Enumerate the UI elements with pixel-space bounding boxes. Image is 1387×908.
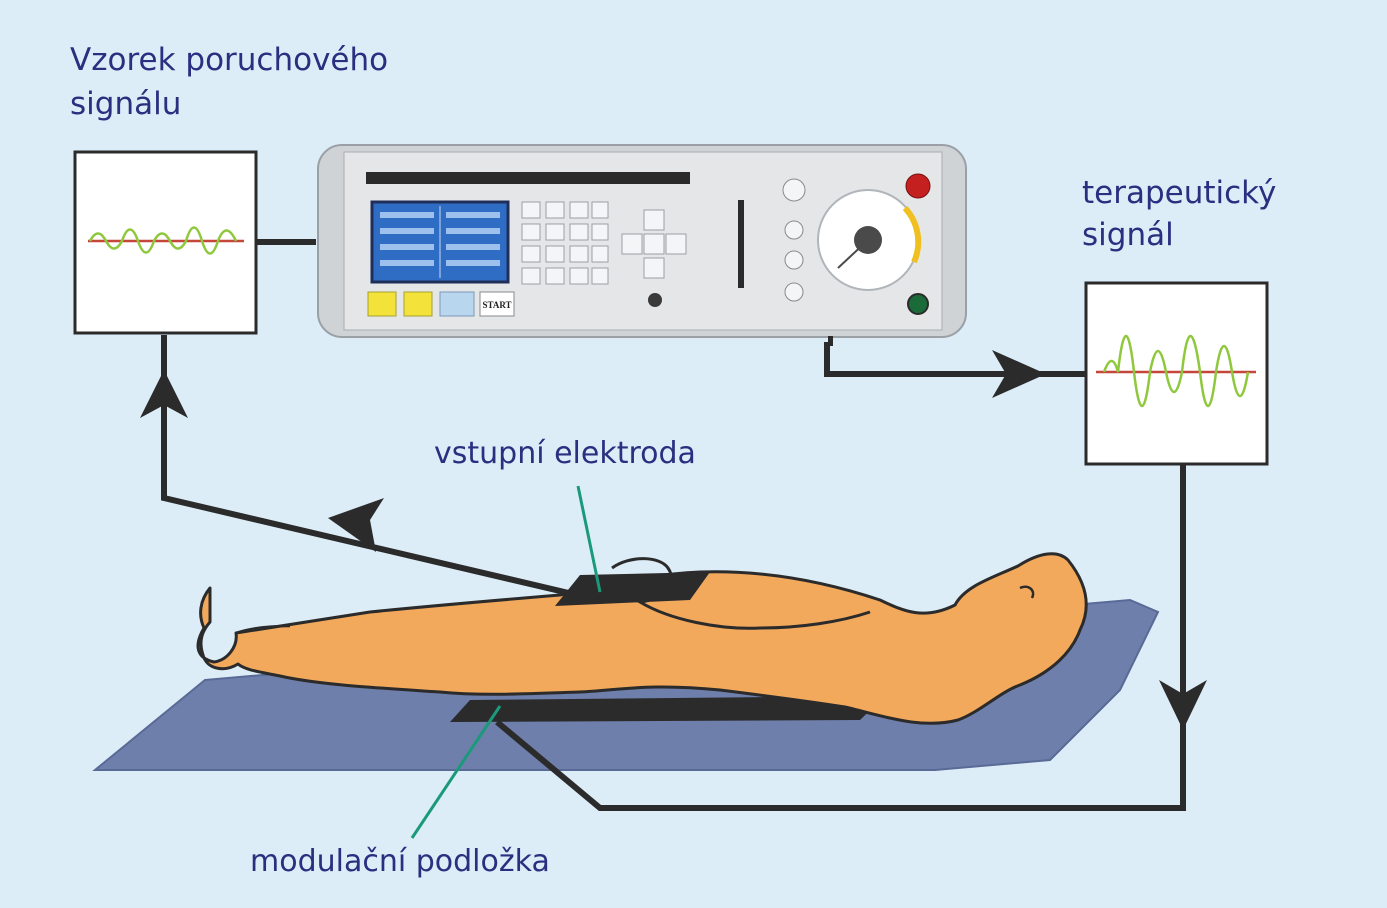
input-electrode — [555, 572, 710, 606]
therapeutic-signal-label-line2: signál — [1082, 217, 1174, 253]
patient-arm — [611, 557, 871, 630]
electrode-leader-line — [576, 485, 602, 593]
power-button — [905, 173, 931, 199]
patient-figure — [196, 552, 1088, 725]
therapy-device: START — [317, 144, 967, 346]
device-display-strip — [366, 172, 690, 184]
start-button-label: START — [482, 300, 511, 310]
arrow-right-icon — [992, 350, 1046, 398]
start-button — [479, 291, 515, 317]
input-signal-label: Vzorek poruchového signálu — [70, 38, 388, 126]
arrow-left-icon — [328, 498, 384, 552]
arrow-down-icon — [1159, 680, 1207, 730]
input-signal-label-line2: signálu — [70, 86, 182, 122]
modulation-pad-label: modulační podložka — [250, 844, 550, 879]
patient-inner-leg — [235, 624, 291, 635]
therapeutic-signal-label-line1: terapeutický — [1082, 175, 1277, 211]
arrow-up-icon — [140, 370, 188, 418]
input-signal-box — [73, 150, 258, 335]
input-signal-label-line1: Vzorek poruchového — [70, 42, 389, 78]
input-electrode-label: vstupní elektroda — [434, 436, 696, 471]
therapeutic-signal-label: terapeutický signál — [1082, 172, 1276, 256]
modulation-pad — [450, 696, 885, 722]
pad-leader-line — [410, 705, 502, 839]
input-wave — [88, 226, 238, 255]
therapeutic-wave — [1102, 335, 1250, 408]
device-direction-pad — [621, 209, 687, 279]
therapeutic-signal-box — [1084, 281, 1269, 466]
device-keypad — [521, 201, 609, 285]
patient-ear — [1019, 585, 1035, 599]
